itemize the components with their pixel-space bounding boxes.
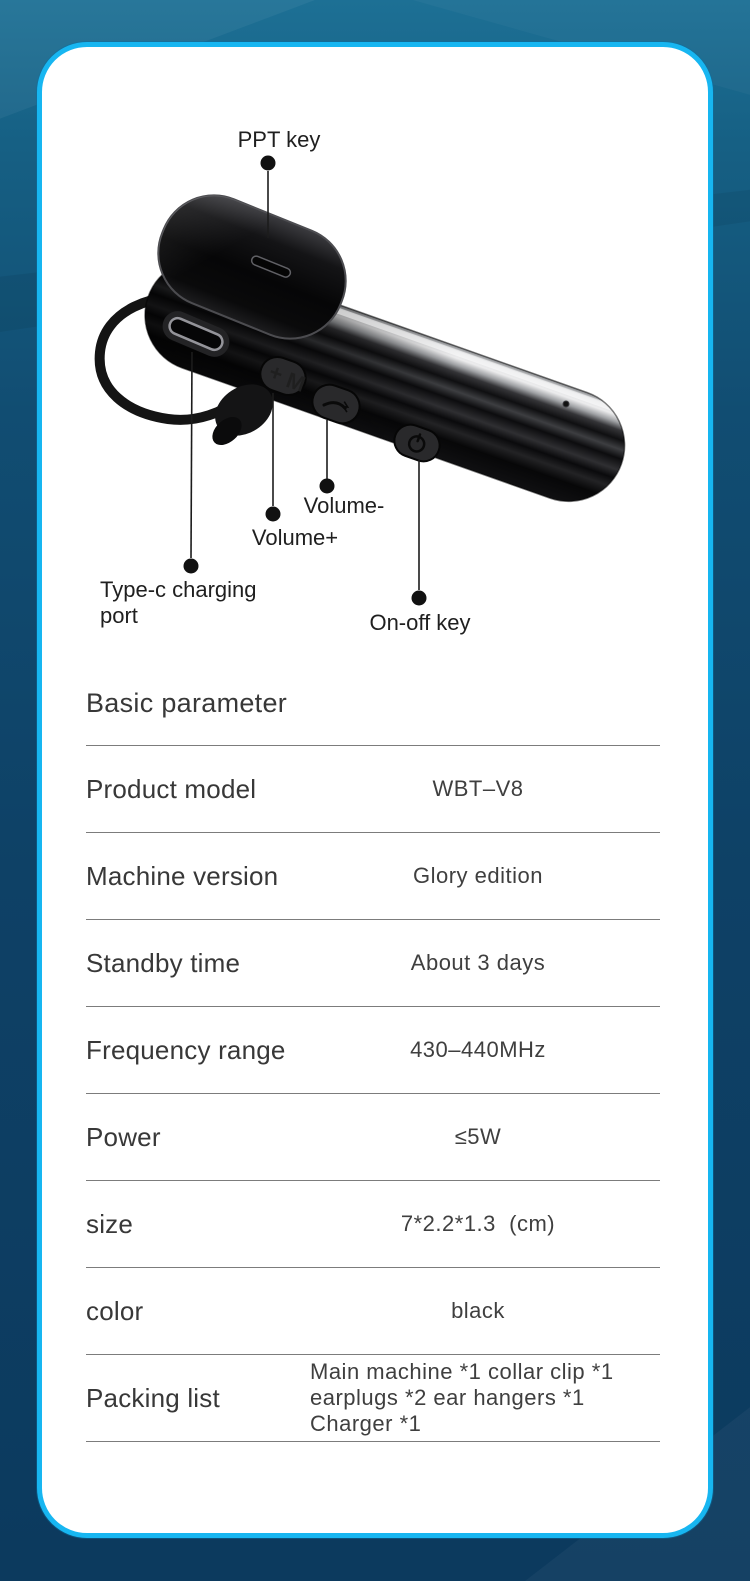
on-off-callout-dot: [411, 590, 427, 606]
volume-plus-callout-dot: [265, 506, 281, 522]
spec-label: Power: [86, 1121, 161, 1152]
spec-label: Frequency range: [86, 1034, 286, 1065]
spec-value: Glory edition: [412, 863, 543, 888]
callout-labels: PPT key Volume- Volume+ Type-c charging …: [100, 127, 471, 635]
volume-minus-callout-dot: [319, 478, 335, 494]
ppt-key-slit: [250, 255, 292, 278]
spec-value: WBT–V8: [432, 776, 524, 801]
spec-label: color: [86, 1295, 144, 1326]
row-color: color black: [86, 1268, 660, 1355]
spec-label: Packing list: [86, 1382, 220, 1413]
row-product-model: Product model WBT–V8: [86, 746, 660, 833]
row-power: Power ≤5W: [86, 1094, 660, 1181]
row-frequency-range: Frequency range 430–440MHz: [86, 1007, 660, 1094]
spec-table-heading: Basic parameter: [86, 676, 660, 746]
power-button: [393, 423, 441, 463]
spec-value: 430–440MHz: [410, 1037, 546, 1062]
spec-table: Basic parameter Product model WBT–V8 Mac…: [86, 676, 660, 1442]
spec-label: Machine version: [86, 860, 279, 891]
spec-value: 7*2.2*1.3 (cm): [400, 1211, 556, 1236]
row-size: size 7*2.2*1.3 (cm): [86, 1181, 660, 1268]
volume-minus-label: Volume-: [304, 493, 385, 518]
row-packing-list: Packing list Main machine *1 collar clip…: [86, 1355, 660, 1442]
row-standby-time: Standby time About 3 days: [86, 920, 660, 1007]
spec-value: ≤5W: [454, 1124, 502, 1149]
annotated-headset-figure: + M PPT key Volume- Volume+ Type-c charg…: [94, 127, 627, 635]
callouts: [190, 171, 420, 590]
spec-value: About 3 days: [410, 950, 546, 975]
spec-label: Standby time: [86, 947, 241, 978]
spec-label: size: [86, 1208, 134, 1239]
on-off-label: On-off key: [369, 610, 470, 635]
type-c-callout-dot: [183, 558, 199, 574]
spec-label: Product model: [86, 773, 257, 804]
type-c-port: [162, 311, 230, 357]
ear-tip: [212, 384, 273, 446]
earbud-cap: [157, 194, 347, 340]
spec-value: Main machine *1 collar clip *1 earplugs …: [310, 1359, 621, 1436]
volume-plus-label: Volume+: [252, 525, 338, 550]
bolt-icon: [342, 401, 350, 413]
type-c-callout-line: [190, 351, 193, 559]
call-button: [311, 383, 361, 425]
ppt-key-label: PPT key: [238, 127, 321, 152]
row-machine-version: Machine version Glory edition: [86, 833, 660, 920]
type-c-label-line1: Type-c charging: [100, 577, 257, 602]
ppt-callout-dot: [260, 155, 276, 171]
callout-dots: [183, 155, 427, 606]
type-c-label-line2: port: [100, 603, 138, 628]
spec-value: black: [451, 1298, 505, 1323]
ear-hook: [94, 290, 245, 425]
led-indicator: [562, 400, 570, 408]
